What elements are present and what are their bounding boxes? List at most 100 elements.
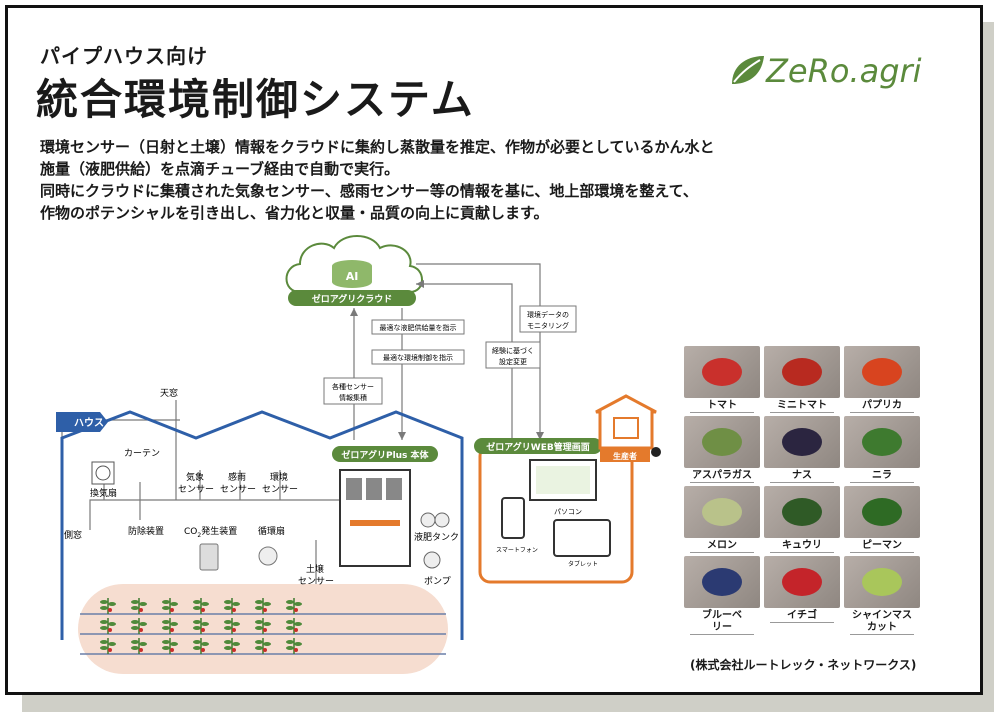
house-label: ハウス xyxy=(74,417,104,429)
pc-label: パソコン xyxy=(554,508,582,516)
plant-icon xyxy=(193,598,209,614)
description-line: 施量（液肥供給）を点滴チューブ経由で自動で実行。 xyxy=(40,160,400,178)
rain-sensor-line1: 感雨 xyxy=(228,471,246,483)
plant-icon xyxy=(162,598,178,614)
produce-name: アスパラガス xyxy=(692,470,752,481)
produce-item: ピーマン xyxy=(844,486,920,553)
sensor-collection-line2: 情報集積 xyxy=(339,393,367,402)
web-management: ゼロアグリWEB管理画面 パソコン スマートフォン タブレット 生産者 xyxy=(474,394,661,584)
produce-item: ナス xyxy=(764,416,840,483)
produce-photo xyxy=(684,346,760,398)
produce-item: メロン xyxy=(684,486,760,553)
produce-photo xyxy=(844,556,920,608)
monitoring-line1: 環境データの xyxy=(527,310,569,319)
produce-photo xyxy=(844,346,920,398)
produce-photo xyxy=(684,486,760,538)
description-line: 環境センサー（日射と土壌）情報をクラウドに集約し蒸散量を推定、作物が必要としてい… xyxy=(40,138,715,156)
ai-label: AI xyxy=(346,270,359,283)
produce-item: トマト xyxy=(684,346,760,413)
description: 環境センサー（日射と土壌）情報をクラウドに集約し蒸散量を推定、作物が必要としてい… xyxy=(40,136,840,224)
plant-icon xyxy=(193,618,209,634)
produce-item: シャインマス カット xyxy=(844,556,920,635)
soil-sensor-line1: 土壌 xyxy=(306,563,324,575)
produce-name: ブルーベ リー xyxy=(702,610,742,633)
produce-photo xyxy=(764,346,840,398)
producer-label: 生産者 xyxy=(613,451,637,461)
zero-agri-logo: ZeRo.agri xyxy=(724,44,922,100)
plant-icon xyxy=(255,598,271,614)
produce-item: ミニトマト xyxy=(764,346,840,413)
connectors xyxy=(61,263,541,596)
soil-sensor-line2: センサー xyxy=(298,576,334,587)
produce-photo xyxy=(684,556,760,608)
skylight-label: 天窓 xyxy=(160,387,178,399)
produce-photo xyxy=(764,486,840,538)
plant-icon xyxy=(193,638,209,654)
produce-item: アスパラガス xyxy=(684,416,760,483)
produce-name: イチゴ xyxy=(787,610,817,621)
pump-label: ポンプ xyxy=(424,576,451,587)
plant-icon xyxy=(224,638,240,654)
company-name: (株式会社ルートレック・ネットワークス) xyxy=(690,658,917,672)
plant-icon xyxy=(131,638,147,654)
produce-item: キュウリ xyxy=(764,486,840,553)
subtitle: パイプハウス向け xyxy=(40,44,208,68)
weather-sensor-line2: センサー xyxy=(178,484,214,495)
tablet-label: タブレット xyxy=(568,560,598,568)
monitoring-line2: モニタリング xyxy=(527,321,569,330)
plant-icon xyxy=(224,598,240,614)
produce-name: ナス xyxy=(792,470,812,481)
curtain-label: カーテン xyxy=(124,448,160,459)
plant-icon xyxy=(162,618,178,634)
env-sensor-line1: 環境 xyxy=(270,471,288,483)
plant-icon xyxy=(255,618,271,634)
side-window-label: 側窓 xyxy=(64,529,82,541)
experience-line2: 設定変更 xyxy=(499,357,527,366)
logo-text: ZeRo.agri xyxy=(766,52,922,90)
sensor-collection-line1: 各種センサー xyxy=(332,382,374,391)
fan-label: 換気扇 xyxy=(90,487,117,499)
plant-icon xyxy=(224,618,240,634)
cloud: AI ゼロアグリクラウド xyxy=(285,235,423,306)
produce-name: ニラ xyxy=(872,470,892,481)
produce-item: イチゴ xyxy=(764,556,840,623)
produce-photo xyxy=(844,416,920,468)
instruction-fertilizer: 最適な液肥供給量を指示 xyxy=(380,323,457,332)
description-line: 同時にクラウドに集積された気象センサー、感雨センサー等の情報を基に、地上部環境を… xyxy=(40,182,698,200)
produce-photo xyxy=(684,416,760,468)
produce-name: シャインマス カット xyxy=(852,610,912,633)
produce-photo xyxy=(844,486,920,538)
produce-item: ブルーベ リー xyxy=(684,556,760,635)
produce-name: トマト xyxy=(707,400,737,411)
co2-label: CO2発生装置 xyxy=(184,525,237,539)
produce-item: ニラ xyxy=(844,416,920,483)
equipment-labels: 天窓 カーテン 換気扇 側窓 防除装置 CO2発生装置 循環扇 気象 センサー … xyxy=(64,387,334,587)
plant-icon xyxy=(100,598,116,614)
plant-icon xyxy=(131,598,147,614)
description-line: 作物のポテンシャルを引き出し、省力化と収量・品質の向上に貢献します。 xyxy=(40,204,549,222)
plus-unit-label: ゼロアグリPlus 本体 xyxy=(341,449,429,461)
produce-name: パプリカ xyxy=(862,400,902,411)
plant-icon xyxy=(131,618,147,634)
leaf-icon xyxy=(732,56,764,84)
plant-icon xyxy=(100,638,116,654)
produce-name: キュウリ xyxy=(782,540,822,551)
cloud-label: ゼロアグリクラウド xyxy=(312,293,393,305)
plant-icon xyxy=(286,638,302,654)
page-title: 統合環境制御システム xyxy=(36,75,475,124)
experience-line1: 経験に基づく xyxy=(492,346,534,355)
plant-icon xyxy=(286,618,302,634)
tank-label: 液肥タンク xyxy=(414,531,459,543)
plant-icon xyxy=(286,598,302,614)
produce-photo xyxy=(764,416,840,468)
plant-icon xyxy=(255,638,271,654)
pest-label: 防除装置 xyxy=(128,525,164,537)
instruction-env: 最適な環境制御を指示 xyxy=(383,353,453,362)
circulation-fan-label: 循環扇 xyxy=(258,525,285,537)
produce-name: ミニトマト xyxy=(777,400,827,411)
plant-icon xyxy=(100,618,116,634)
plant-icon xyxy=(162,638,178,654)
web-screen-label: ゼロアグリWEB管理画面 xyxy=(486,441,590,453)
smartphone-label: スマートフォン xyxy=(496,547,538,554)
